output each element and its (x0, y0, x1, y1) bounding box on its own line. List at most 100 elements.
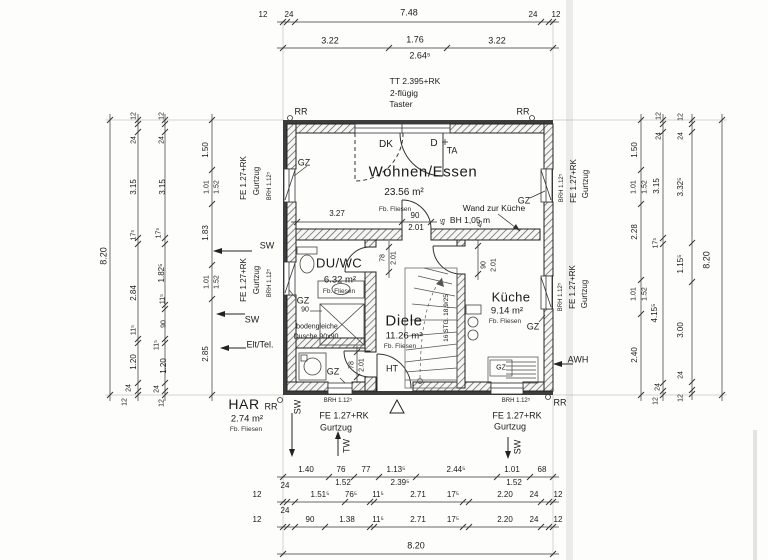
gz-marker: GZ (296, 295, 310, 306)
dim-label: 12 (677, 394, 685, 402)
door-label-dk: DK (379, 139, 393, 150)
dim-label: 4.15⁵ (650, 303, 659, 323)
dim-label: 1.76 (406, 34, 424, 45)
awh-label: AWH (567, 354, 589, 365)
dim-label: 1.52 (335, 478, 351, 487)
dim-label: 12 (252, 515, 262, 524)
terrace-door-note: Taster (389, 98, 413, 109)
sw-label: SW (244, 314, 260, 325)
dim-label: 2.64⁵ (409, 50, 431, 61)
dim-label: 8.20 (407, 540, 425, 551)
dim-label: 2.01 (408, 223, 424, 232)
dim-label: 24 (280, 506, 290, 515)
room-area: 9.14 m² (490, 305, 524, 317)
dim-label: 12 (258, 10, 268, 19)
dim-label: 12 (677, 113, 685, 121)
dim-label: 12 (121, 398, 129, 406)
dim-label: 1.01 (630, 180, 638, 194)
elt-tel-label: Elt/Tel. (246, 339, 274, 350)
shower-note: Dusche 90x90 (293, 333, 339, 341)
dim-label: 78 (348, 361, 356, 369)
dim-label: 68 (537, 465, 547, 474)
dim-label: 1.38 (339, 515, 355, 524)
window-spec: Gurtzug (252, 166, 261, 196)
dim-label: 17⁵ (446, 515, 460, 524)
ta-marker: TA (446, 145, 458, 156)
interior-wall (295, 228, 541, 392)
dim-label: 1.13⁵ (386, 465, 406, 474)
dim-label: 45 (478, 220, 484, 228)
dim-label: 24 (655, 132, 663, 140)
dim-label: 12 (158, 112, 166, 120)
dim-label: 1.83 (201, 225, 210, 241)
room-area: 23.56 m² (384, 187, 424, 198)
room-name: DU/WC (315, 255, 363, 271)
dim-label: 17⁵ (446, 490, 460, 499)
window-spec: FE 1.27+RK (569, 159, 578, 203)
dim-label: 1.15⁵ (676, 254, 685, 274)
ht-marker: HT (386, 363, 398, 374)
dim-label: 90 (410, 211, 420, 220)
dim-label: 77 (361, 465, 371, 474)
dim-label: 2.39⁵ (390, 478, 410, 487)
room-name: Wohnen/Essen (368, 163, 478, 181)
window-spec: BRH 1.12⁵ (559, 173, 565, 203)
room-name: HAR (228, 396, 260, 412)
room-name: Küche (491, 289, 531, 305)
dim-label: 2.28 (630, 224, 639, 240)
dim-label: 2.01 (358, 358, 366, 372)
dim-label: 1.01 (630, 287, 638, 301)
door-swings (343, 132, 462, 389)
dim-label: 3.32⁵ (676, 177, 685, 197)
dim-label: 24 (654, 383, 662, 391)
window-spec: Gurtzug (493, 421, 527, 432)
dim-label: 24 (529, 515, 539, 524)
sw-label: SW (259, 240, 275, 251)
dim-label: 12 (551, 10, 561, 19)
dim-label: 1.52 (641, 180, 649, 194)
dim-label: 24 (125, 384, 133, 392)
dim-label: 3.15 (652, 178, 661, 194)
rr-circles (277, 115, 551, 403)
window (283, 123, 553, 395)
dim-label: 24 (529, 490, 539, 499)
dim-label: 24 (158, 136, 166, 144)
dim-label: 76 (336, 465, 346, 474)
dim-label: 1.50 (201, 142, 210, 158)
dim-label: 11⁵ (130, 324, 138, 336)
dim-label: 1.01 (203, 275, 211, 289)
gz-marker: GZ (326, 366, 340, 377)
dim-label: 45 (441, 218, 447, 226)
dim-label: 24 (153, 385, 161, 393)
window-spec: FE 1.27+RK (492, 410, 542, 421)
dim-label: 3.15 (129, 179, 138, 195)
dim-label: 90 (301, 306, 309, 314)
window-spec: FE 1.27+RK (568, 265, 577, 309)
dim-label: 76⁵ (344, 490, 358, 499)
stair-note: 16 STG. 18,9/25 (442, 294, 450, 342)
room-floor: Fb. Fliesen (229, 425, 263, 433)
terrace-door-note: TT 2.395+RK (389, 75, 441, 86)
window-spec: BRH 1.12⁵ (267, 171, 273, 201)
dim-label: 3.00 (676, 322, 685, 338)
dim-label: 1.20 (159, 358, 168, 374)
dim-label: 17⁵ (652, 237, 660, 249)
dim-label: 3.22 (321, 35, 339, 46)
gz-marker: GZ (297, 157, 311, 168)
service-arrows (213, 248, 573, 459)
window-spec: FE 1.27+RK (239, 258, 248, 302)
room-floor: Fb. Fliesen (383, 342, 417, 350)
radiator (487, 356, 539, 384)
dim-label: 78 (379, 254, 387, 262)
staircase (404, 267, 458, 389)
window-spec: BRH 1.12⁵ (267, 268, 273, 298)
dim-label: 1.20 (129, 354, 138, 370)
sw-label: SW (292, 399, 303, 415)
dim-label: 7.48 (400, 7, 418, 18)
wall-height-note: BH 1,05 m (449, 214, 491, 225)
window-spec: BRH 1.12⁵ (501, 398, 531, 404)
dim-label: 2.44⁵ (446, 465, 466, 474)
dim-label: 2.01 (490, 258, 498, 272)
window-spec: Gurtzug (581, 169, 590, 199)
